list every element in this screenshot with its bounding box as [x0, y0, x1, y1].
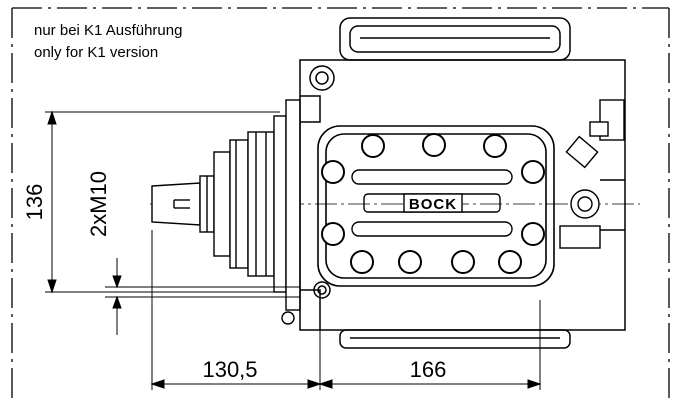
note-en: only for K1 version: [34, 44, 159, 61]
dim-130-5-label: 130,5: [202, 357, 257, 382]
valve-fittings: [559, 99, 625, 249]
brand-plate: BOCK: [403, 193, 463, 213]
dim-2xm10-label: 2xM10: [86, 171, 111, 237]
dim-136-label: 136: [22, 184, 47, 221]
dimension-136: [45, 110, 280, 294]
compressor-body: [299, 17, 626, 349]
note-de: nur bei K1 Ausführung: [34, 22, 183, 39]
flange: [213, 99, 301, 311]
dimension-horizontal: [150, 230, 542, 390]
detail-frame: [11, 7, 670, 400]
head-bolts: [321, 133, 545, 274]
drain-fitting: [281, 311, 295, 325]
shaft: [151, 175, 215, 233]
dimension-2xm10: [105, 258, 300, 335]
dim-166-label: 166: [410, 357, 447, 382]
brand-label: BOCK: [409, 196, 457, 213]
